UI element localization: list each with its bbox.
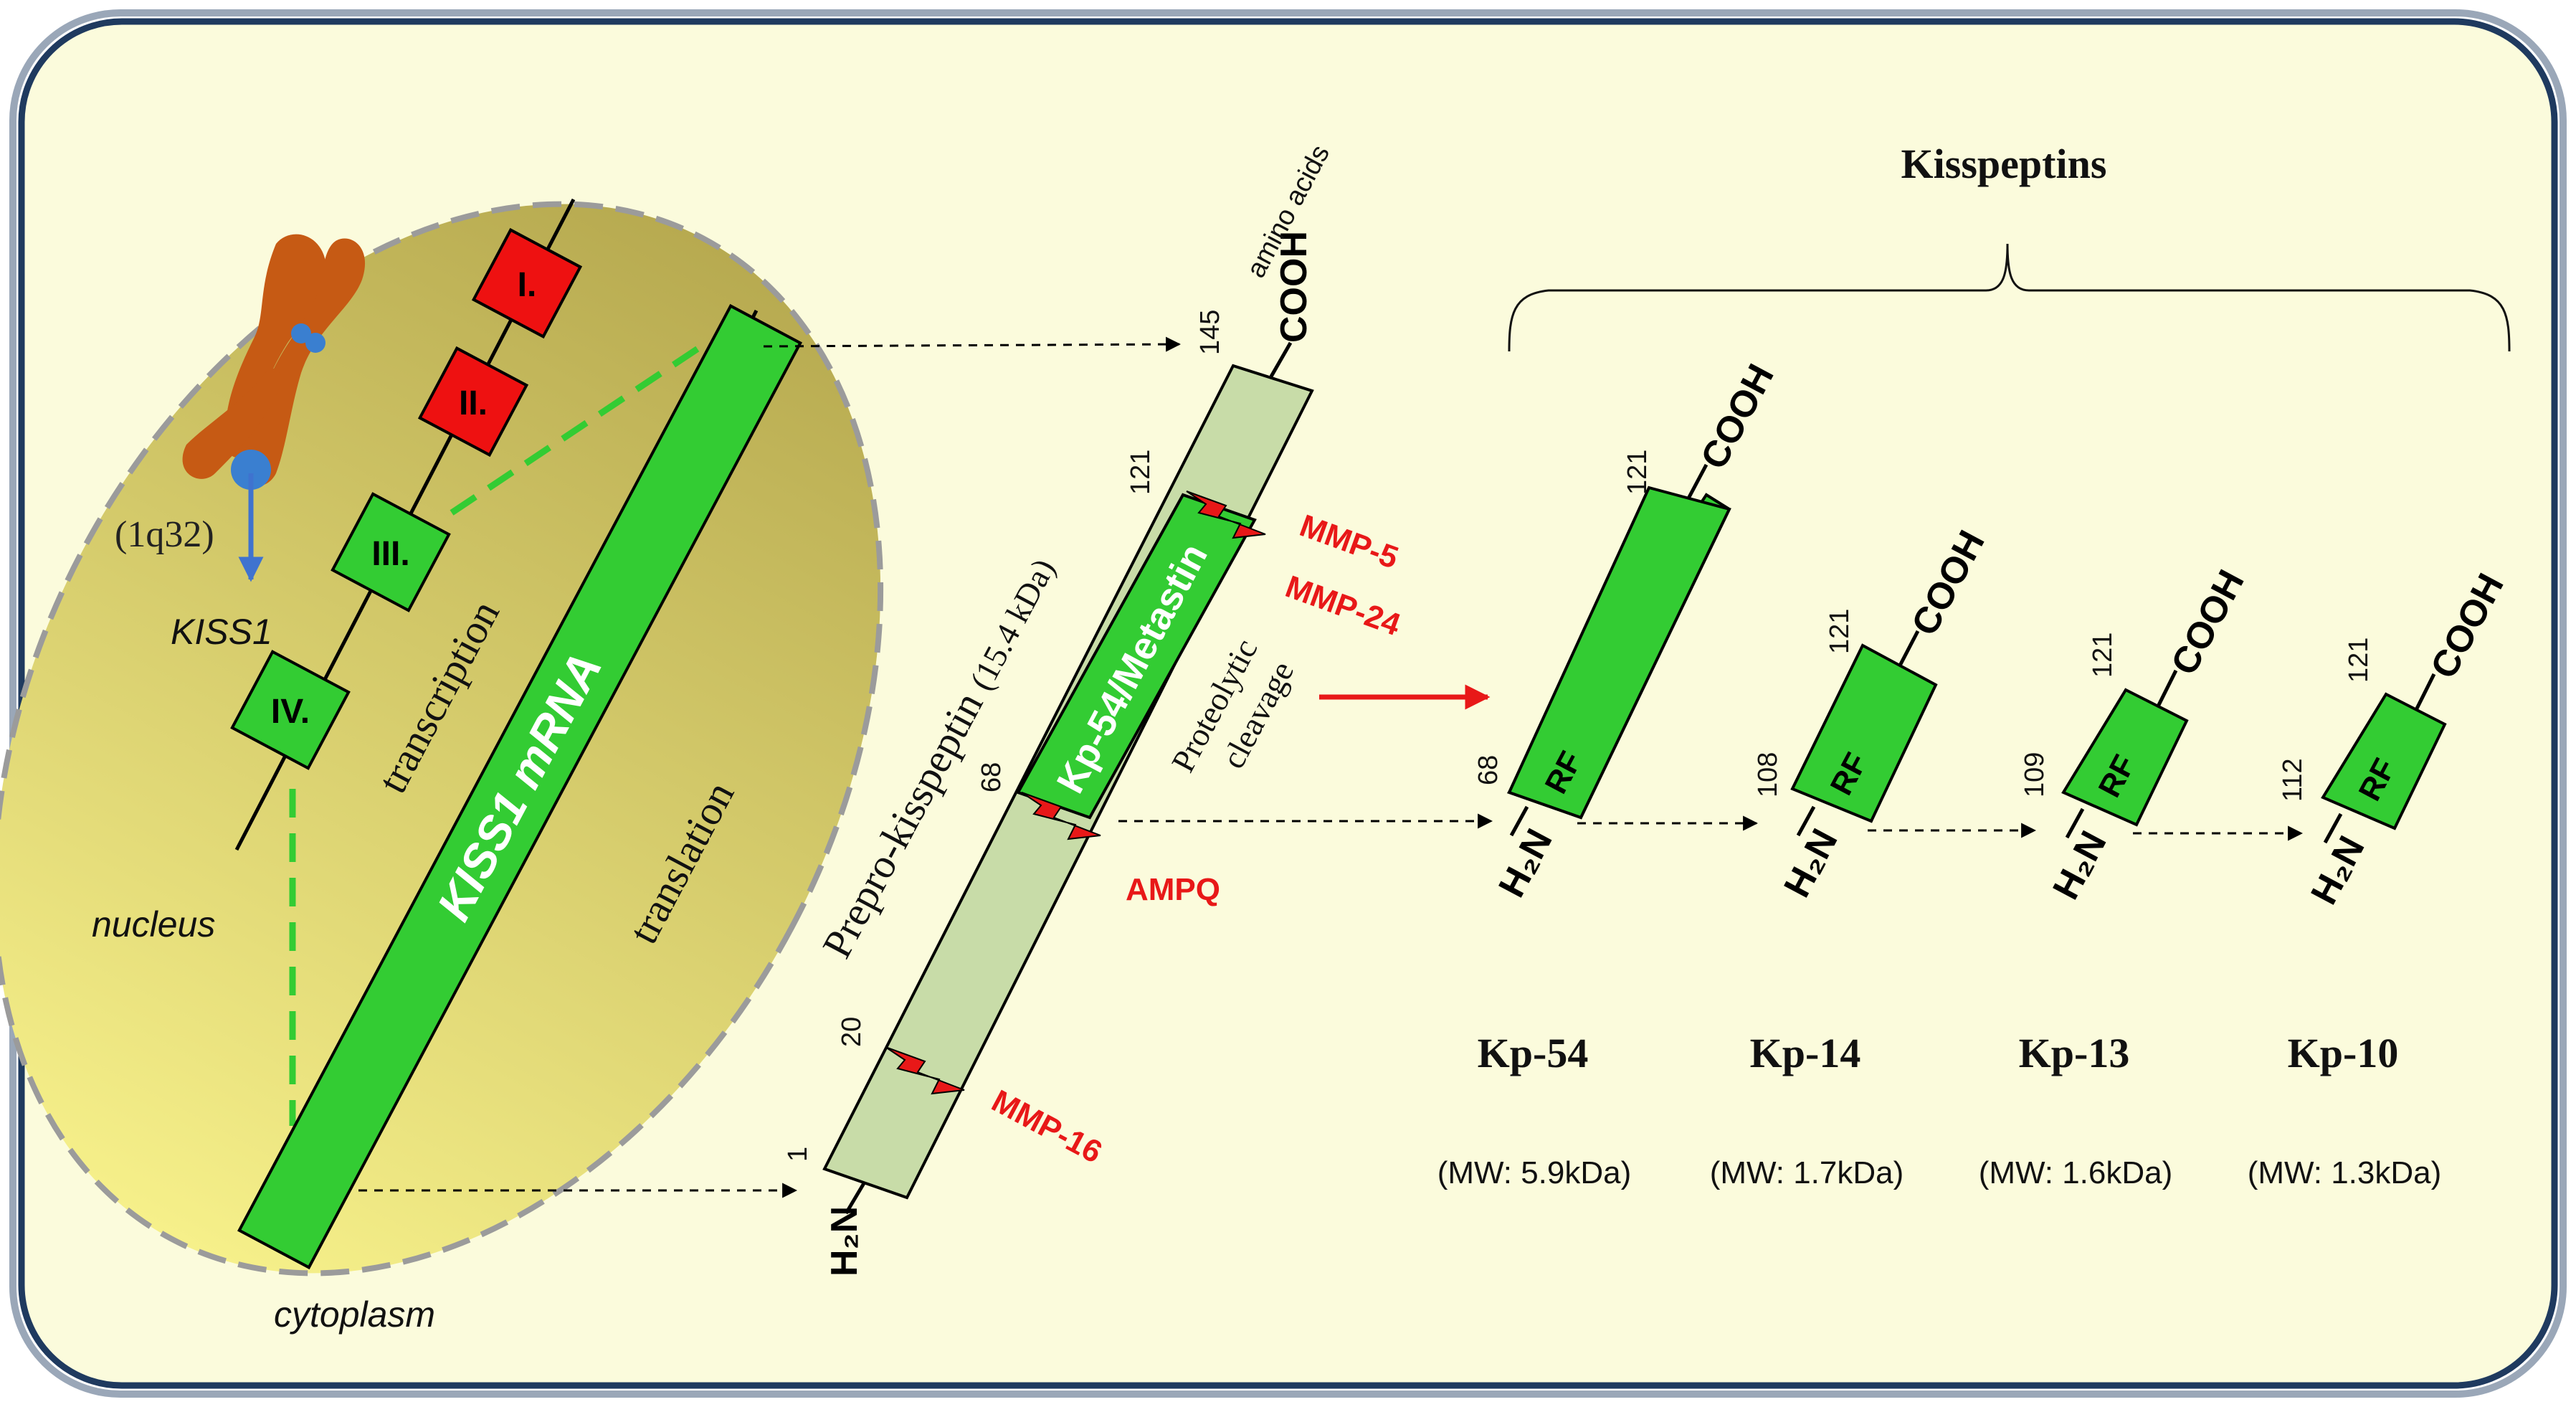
position-1: 1 xyxy=(783,1147,813,1162)
chromosome-location: (1q32) xyxy=(115,514,214,555)
position-68: 68 xyxy=(976,762,1007,792)
chromosome-icon xyxy=(182,234,366,490)
cleavage-bolt-mmp16 xyxy=(885,1046,965,1095)
kp54-weight: (MW: 5.9kDa) xyxy=(1437,1155,1632,1190)
cleavage-bolt-ampq xyxy=(1021,792,1101,840)
kp10-weight: (MW: 1.3kDa) xyxy=(2248,1155,2442,1190)
svg-text:I.: I. xyxy=(518,266,537,304)
kp10-start: 112 xyxy=(2278,758,2308,802)
kp13-start: 109 xyxy=(2020,752,2050,797)
exon-connector-top xyxy=(450,338,712,516)
kp14-name: Kp-14 xyxy=(1750,1030,1861,1076)
kp10-peptide xyxy=(2321,673,2447,844)
exon-3: III. xyxy=(331,492,451,612)
svg-text:IV.: IV. xyxy=(271,693,310,731)
cytoplasm-label: cytoplasm xyxy=(274,1294,435,1335)
precursor-h2n: H₂N xyxy=(824,1206,865,1276)
kp14-peptide xyxy=(1790,630,1938,837)
exon-1: I. xyxy=(471,227,583,339)
precursor-bar xyxy=(822,364,1314,1200)
kp14-end: 121 xyxy=(1825,609,1855,654)
kp14-weight: (MW: 1.7kDa) xyxy=(1710,1155,1904,1190)
outer-frame-shadow xyxy=(9,9,2567,1398)
kp54-end: 121 xyxy=(1622,450,1653,495)
kp54-name: Kp-54 xyxy=(1478,1030,1589,1076)
cleavage-bolt-mmp5 xyxy=(1186,491,1266,539)
kp10-name: Kp-10 xyxy=(2288,1030,2399,1076)
kp13-end: 121 xyxy=(2088,633,2118,678)
svg-text:III.: III. xyxy=(371,535,409,573)
exon-2: II. xyxy=(417,346,529,458)
kp10-end: 121 xyxy=(2344,638,2374,683)
kisspeptins-brace xyxy=(1508,243,2511,352)
kisspeptins-title: Kisspeptins xyxy=(1901,141,2107,187)
arrow-to-cooh xyxy=(763,336,1182,352)
precursor-cooh: COOH xyxy=(1273,231,1315,343)
kp13-weight: (MW: 1.6kDa) xyxy=(1979,1155,2173,1190)
position-121: 121 xyxy=(1126,450,1156,495)
cleavage-ampq: AMPQ xyxy=(1126,872,1220,907)
kp13-peptide xyxy=(2061,669,2189,839)
kp14-start: 108 xyxy=(1753,752,1783,797)
gene-label: KISS1 xyxy=(171,612,272,652)
svg-text:II.: II. xyxy=(459,384,488,422)
kp54-start: 68 xyxy=(1473,755,1503,785)
kp13-name: Kp-13 xyxy=(2019,1030,2130,1076)
exon-4: IV. xyxy=(230,650,351,770)
position-20: 20 xyxy=(837,1017,867,1047)
nucleus-label: nucleus xyxy=(92,904,215,944)
kp54-peptide xyxy=(1506,463,1731,837)
position-145: 145 xyxy=(1195,310,1225,355)
